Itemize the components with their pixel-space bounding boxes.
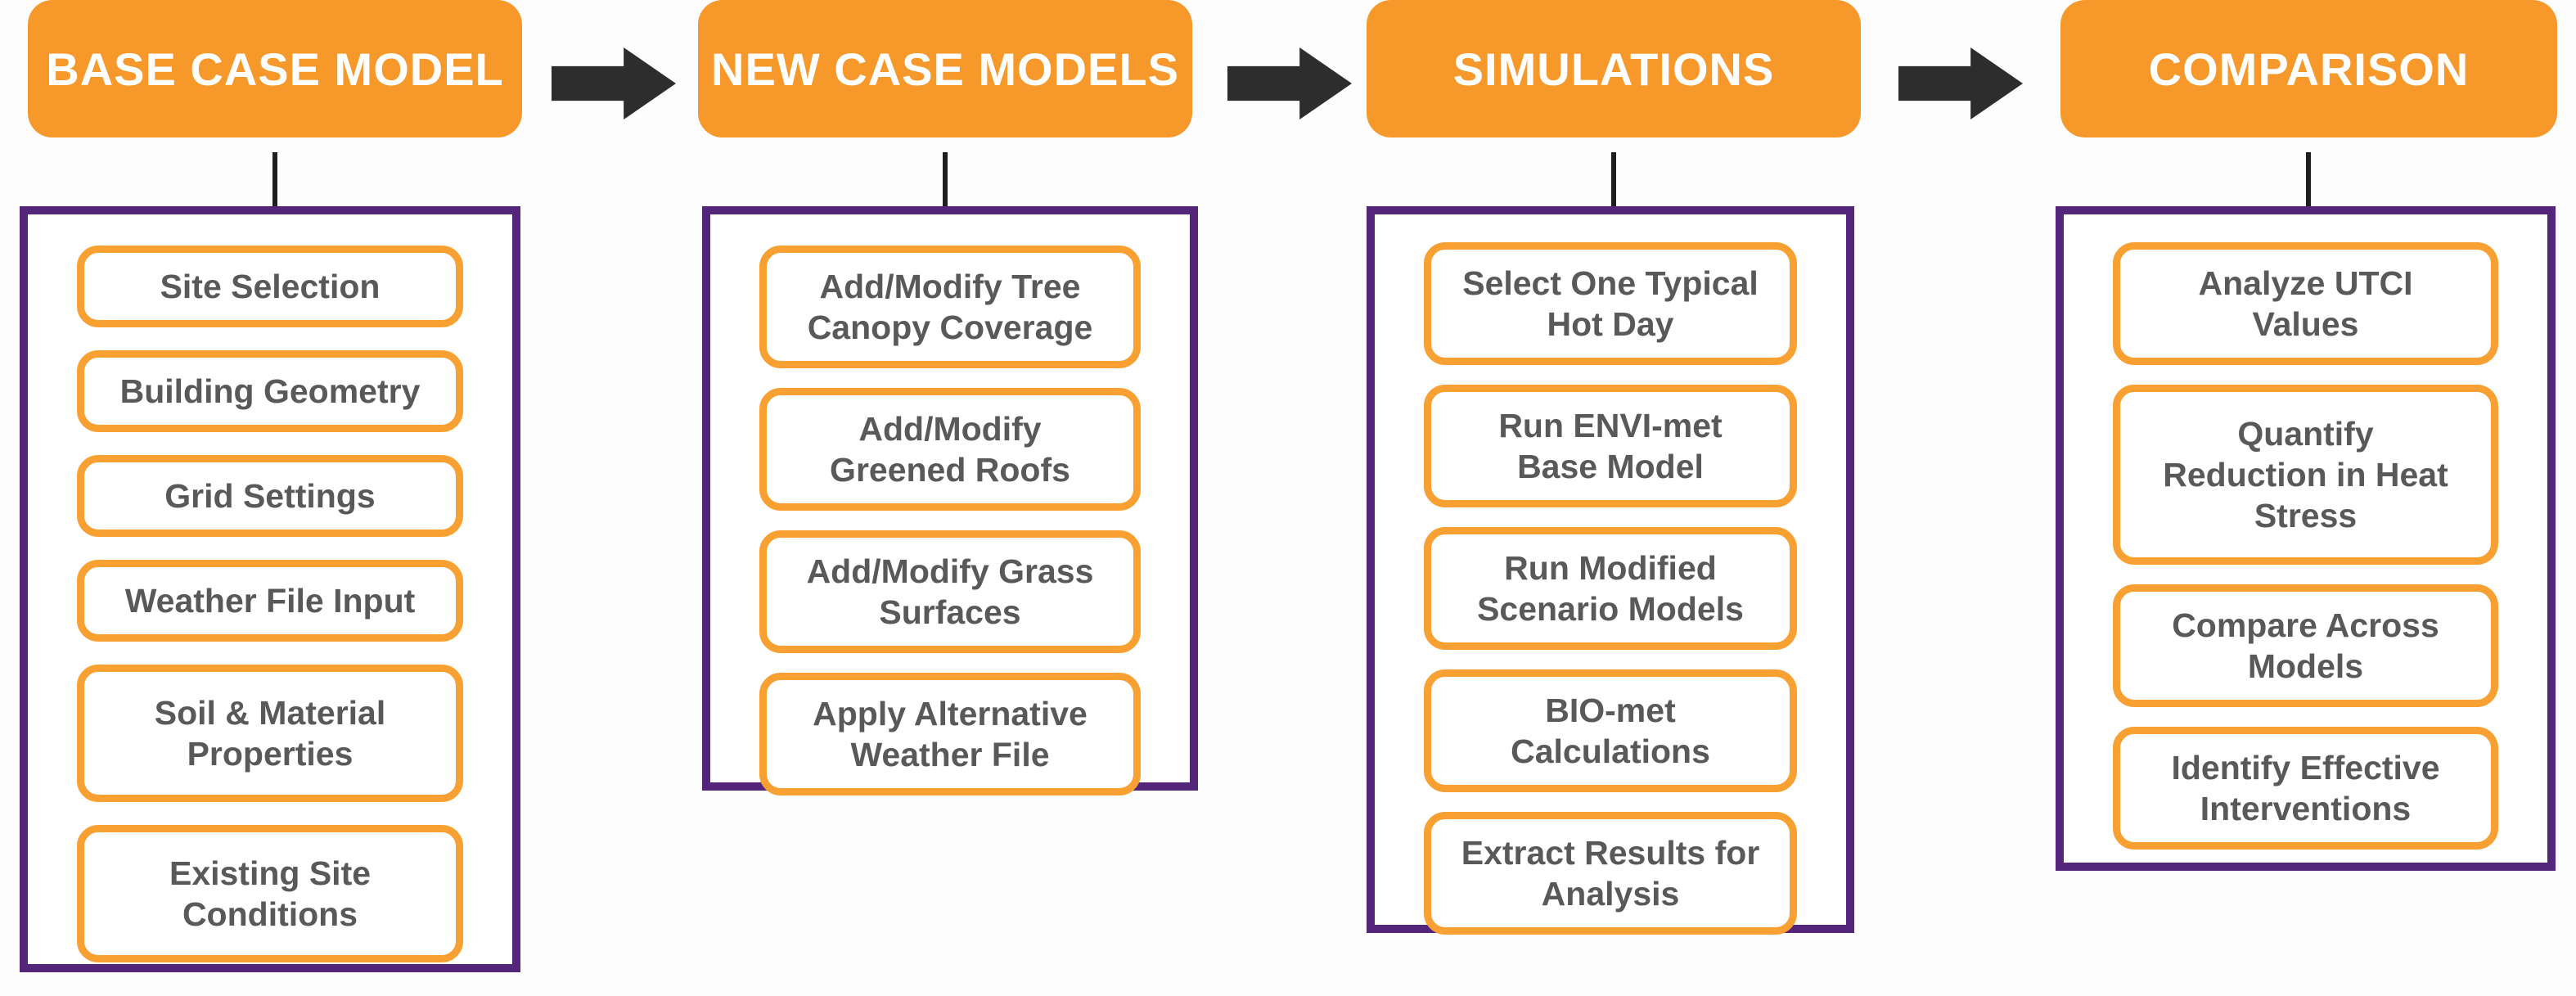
item-label: Analyze UTCI Values: [2198, 264, 2413, 343]
item-add-modify-grass-surfaces: Add/Modify Grass Surfaces: [759, 530, 1141, 653]
header-simulations: SIMULATIONS: [1367, 0, 1861, 137]
item-label: Grid Settings: [164, 476, 376, 515]
item-label: Identify Effective Interventions: [2171, 748, 2440, 827]
item-label: Add/Modify Greened Roofs: [830, 409, 1070, 489]
item-identify-effective-interventions: Identify Effective Interventions: [2113, 727, 2498, 850]
header-comparison: COMPARISON: [2060, 0, 2557, 137]
arrow-right-icon: [552, 47, 676, 119]
arrow-right-icon: [1227, 47, 1352, 119]
panel-simulations: Select One Typical Hot Day Run ENVI-met …: [1367, 206, 1854, 935]
item-apply-alternative-weather-file: Apply Alternative Weather File: [759, 673, 1141, 795]
item-label: Add/Modify Grass Surfaces: [806, 552, 1094, 631]
item-site-selection: Site Selection: [77, 246, 463, 327]
connector-line-comparison: [2306, 152, 2311, 206]
item-run-modified-scenario-models: Run Modified Scenario Models: [1424, 527, 1797, 650]
panel-new-case-models: Add/Modify Tree Canopy Coverage Add/Modi…: [702, 206, 1198, 795]
item-existing-site-conditions: Existing Site Conditions: [77, 825, 463, 962]
item-analyze-utci-values: Analyze UTCI Values: [2113, 242, 2498, 365]
connector-line-base-case-model: [272, 152, 277, 206]
arrow-right-icon: [1898, 47, 2023, 119]
item-compare-across-models: Compare Across Models: [2113, 584, 2498, 707]
item-label: Apply Alternative Weather File: [813, 694, 1088, 773]
item-grid-settings: Grid Settings: [77, 455, 463, 537]
item-label: Compare Across Models: [2172, 606, 2439, 685]
item-label: Run Modified Scenario Models: [1477, 548, 1744, 628]
item-label: Weather File Input: [124, 581, 416, 620]
item-label: Existing Site Conditions: [169, 854, 372, 933]
item-label: Building Geometry: [119, 372, 421, 410]
item-label: Run ENVI-met Base Model: [1498, 406, 1723, 485]
item-label: Quantify Reduction in Heat Stress: [2163, 414, 2448, 534]
header-new-case-models: NEW CASE MODELS: [698, 0, 1192, 137]
item-run-envi-met-base-model: Run ENVI-met Base Model: [1424, 385, 1797, 507]
item-label: Add/Modify Tree Canopy Coverage: [807, 267, 1093, 346]
item-label: Soil & Material Properties: [154, 693, 386, 773]
item-bio-met-calculations: BIO-met Calculations: [1424, 669, 1797, 792]
item-weather-file-input: Weather File Input: [77, 560, 463, 642]
header-base-case-model: BASE CASE MODEL: [28, 0, 522, 137]
item-soil-material-properties: Soil & Material Properties: [77, 665, 463, 802]
connector-line-simulations: [1611, 152, 1616, 206]
item-label: Select One Typical Hot Day: [1462, 264, 1759, 343]
connector-line-new-case-models: [943, 152, 948, 206]
panel-comparison: Analyze UTCI Values Quantify Reduction i…: [2056, 206, 2556, 871]
item-extract-results-for-analysis: Extract Results for Analysis: [1424, 812, 1797, 935]
item-add-modify-greened-roofs: Add/Modify Greened Roofs: [759, 388, 1141, 511]
item-label: Site Selection: [160, 267, 381, 305]
item-select-one-typical-hot-day: Select One Typical Hot Day: [1424, 242, 1797, 365]
item-add-modify-tree-canopy-coverage: Add/Modify Tree Canopy Coverage: [759, 246, 1141, 368]
item-label: Extract Results for Analysis: [1461, 833, 1760, 913]
item-label: BIO-met Calculations: [1511, 691, 1710, 770]
item-quantify-reduction-in-heat-stress: Quantify Reduction in Heat Stress: [2113, 385, 2498, 565]
panel-base-case-model: Site Selection Building Geometry Grid Se…: [20, 206, 520, 972]
item-building-geometry: Building Geometry: [77, 350, 463, 432]
